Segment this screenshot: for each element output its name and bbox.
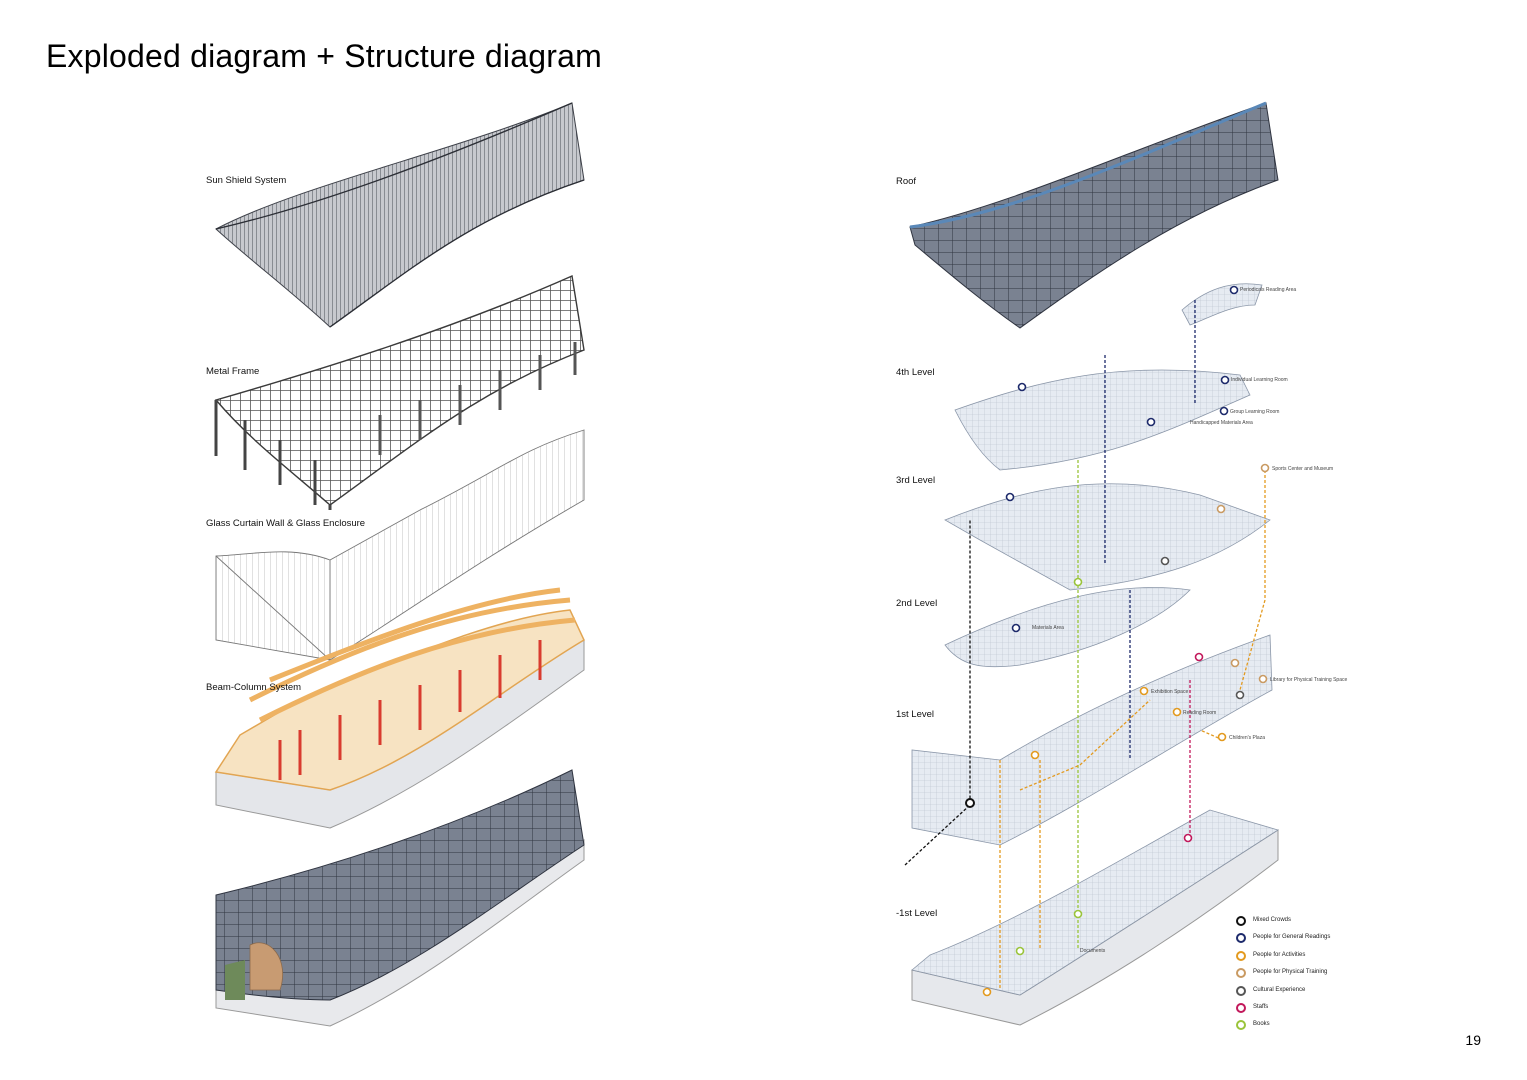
legend-label: People for Activities	[1253, 951, 1306, 958]
annotation-library-physical: Library for Physical Training Space	[1270, 677, 1348, 683]
legend-dot	[1236, 950, 1246, 961]
label-beam-column: Beam-Column System	[206, 682, 302, 693]
legend-item: Cultural Experience	[1236, 984, 1376, 1001]
circulation-lines	[904, 300, 1266, 990]
annotation-individual-learning: Individual Learning Room	[1231, 377, 1288, 383]
label-level-4: 4th Level	[896, 367, 935, 378]
beam-column-drawing	[214, 587, 585, 829]
legend-item: Staffs	[1236, 1001, 1376, 1018]
legend-label: Cultural Experience	[1253, 986, 1306, 993]
label-sun-shield: Sun Shield System	[206, 175, 287, 186]
page-title: Exploded diagram + Structure diagram	[46, 38, 602, 74]
legend-label: People for Physical Training	[1253, 969, 1328, 976]
annotation-handicapped: Handicapped Materials Area	[1190, 420, 1253, 426]
legend-item: People for Physical Training	[1236, 966, 1376, 983]
legend-label: Staffs	[1253, 1003, 1269, 1010]
legend-dot	[1236, 916, 1246, 926]
label-level-minus1: -1st Level	[896, 908, 938, 919]
glass-curtain-drawing	[215, 429, 585, 661]
annotation-periodicals: Periodicals Reading Area	[1240, 287, 1297, 293]
legend-label: Mixed Crowds	[1253, 917, 1292, 923]
label-level-3: 3rd Level	[896, 475, 936, 486]
sun-shield-drawing	[215, 102, 585, 328]
annotation-reading-room: Reading Room	[1183, 710, 1217, 716]
annotation-materials: Materials Area	[1032, 625, 1064, 631]
legend-dot	[1236, 1002, 1246, 1013]
label-metal-frame: Metal Frame	[206, 366, 260, 377]
legend-label: People for General Readings	[1253, 934, 1331, 941]
legend-item: People for General Readings	[1236, 931, 1376, 948]
legend-item: Books	[1236, 1018, 1376, 1035]
label-glass-curtain: Glass Curtain Wall & Glass Enclosure	[206, 518, 366, 529]
annotation-group-learning: Group Learning Room	[1230, 409, 1280, 415]
annotation-exhibition: Exhibition Space	[1151, 689, 1189, 695]
annotation-childrens-plaza: Children's Plaza	[1229, 735, 1265, 741]
legend-dot	[1236, 968, 1246, 979]
label-level-2: 2nd Level	[896, 598, 938, 609]
label-level-1: 1st Level	[896, 709, 935, 720]
legend-item: Mixed Crowds	[1236, 914, 1376, 931]
legend: Mixed Crowds People for General Readings…	[1236, 914, 1376, 1036]
legend-label: Books	[1253, 1021, 1270, 1028]
legend-dot	[1236, 1020, 1246, 1031]
legend-dot	[1236, 985, 1246, 996]
legend-dot	[1236, 933, 1246, 944]
legend-item: People for Activities	[1236, 949, 1376, 966]
assembled-building-drawing	[215, 769, 585, 1027]
level-4-floor	[954, 369, 1251, 471]
page-number: 19	[1465, 1032, 1481, 1048]
circulation-nodes	[965, 285, 1270, 997]
annotation-sports-center: Sports Center and Museum	[1272, 466, 1334, 472]
level-2-floor	[944, 587, 1191, 668]
roof-drawing	[909, 101, 1279, 329]
metal-frame-drawing	[214, 274, 585, 510]
annotation-documents: Documents	[1080, 948, 1106, 954]
label-roof: Roof	[896, 176, 917, 187]
level-1-floor	[911, 634, 1273, 846]
periodicals-floor	[1181, 283, 1263, 326]
level-minus1-floor	[911, 809, 1279, 996]
level-3-floor	[944, 483, 1271, 591]
